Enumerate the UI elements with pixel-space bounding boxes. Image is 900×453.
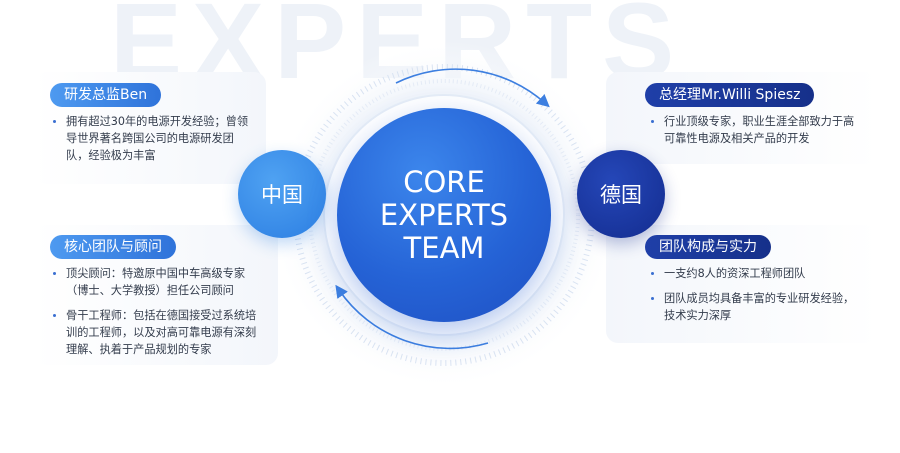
center-line-3: TEAM [403, 230, 485, 265]
list-item: 一支约8人的资深工程师团队 [650, 265, 862, 282]
germany-node: 德国 [577, 150, 665, 238]
china-node: 中国 [238, 150, 326, 238]
title-general-manager: 总经理Mr.Willi Spiesz [645, 83, 815, 107]
core-experts-team-circle: CORE EXPERTS TEAM [337, 108, 551, 322]
title-team-strength: 团队构成与实力 [645, 235, 771, 259]
list-item: 拥有超过30年的电源开发经验；曾领导世界著名跨国公司的电源研发团队，经验极为丰富 [52, 113, 254, 164]
center-line-2: EXPERTS [379, 197, 509, 232]
list-team-strength: 一支约8人的资深工程师团队 团队成员均具备丰富的专业研发经验，技术实力深厚 [650, 265, 862, 332]
arc-arrow-icon [335, 284, 489, 350]
title-core-team: 核心团队与顾问 [50, 235, 176, 259]
list-core-team: 顶尖顾问：特邀原中国中车高级专家（博士、大学教授）担任公司顾问 骨干工程师：包括… [52, 265, 264, 366]
list-rd-director: 拥有超过30年的电源开发经验；曾领导世界著名跨国公司的电源研发团队，经验极为丰富 [52, 113, 254, 172]
list-general-manager: 行业顶级专家，职业生涯全部致力于高可靠性电源及相关产品的开发 [650, 113, 856, 155]
list-item: 骨干工程师：包括在德国接受过系统培训的工程师，以及对高可靠电源有深刻理解、执着于… [52, 307, 264, 358]
list-item: 顶尖顾问：特邀原中国中车高级专家（博士、大学教授）担任公司顾问 [52, 265, 264, 299]
arc-arrow-icon [395, 68, 550, 108]
center-line-1: CORE [403, 164, 485, 199]
list-item: 行业顶级专家，职业生涯全部致力于高可靠性电源及相关产品的开发 [650, 113, 856, 147]
list-item: 团队成员均具备丰富的专业研发经验，技术实力深厚 [650, 290, 862, 324]
title-rd-director: 研发总监Ben [50, 83, 162, 107]
